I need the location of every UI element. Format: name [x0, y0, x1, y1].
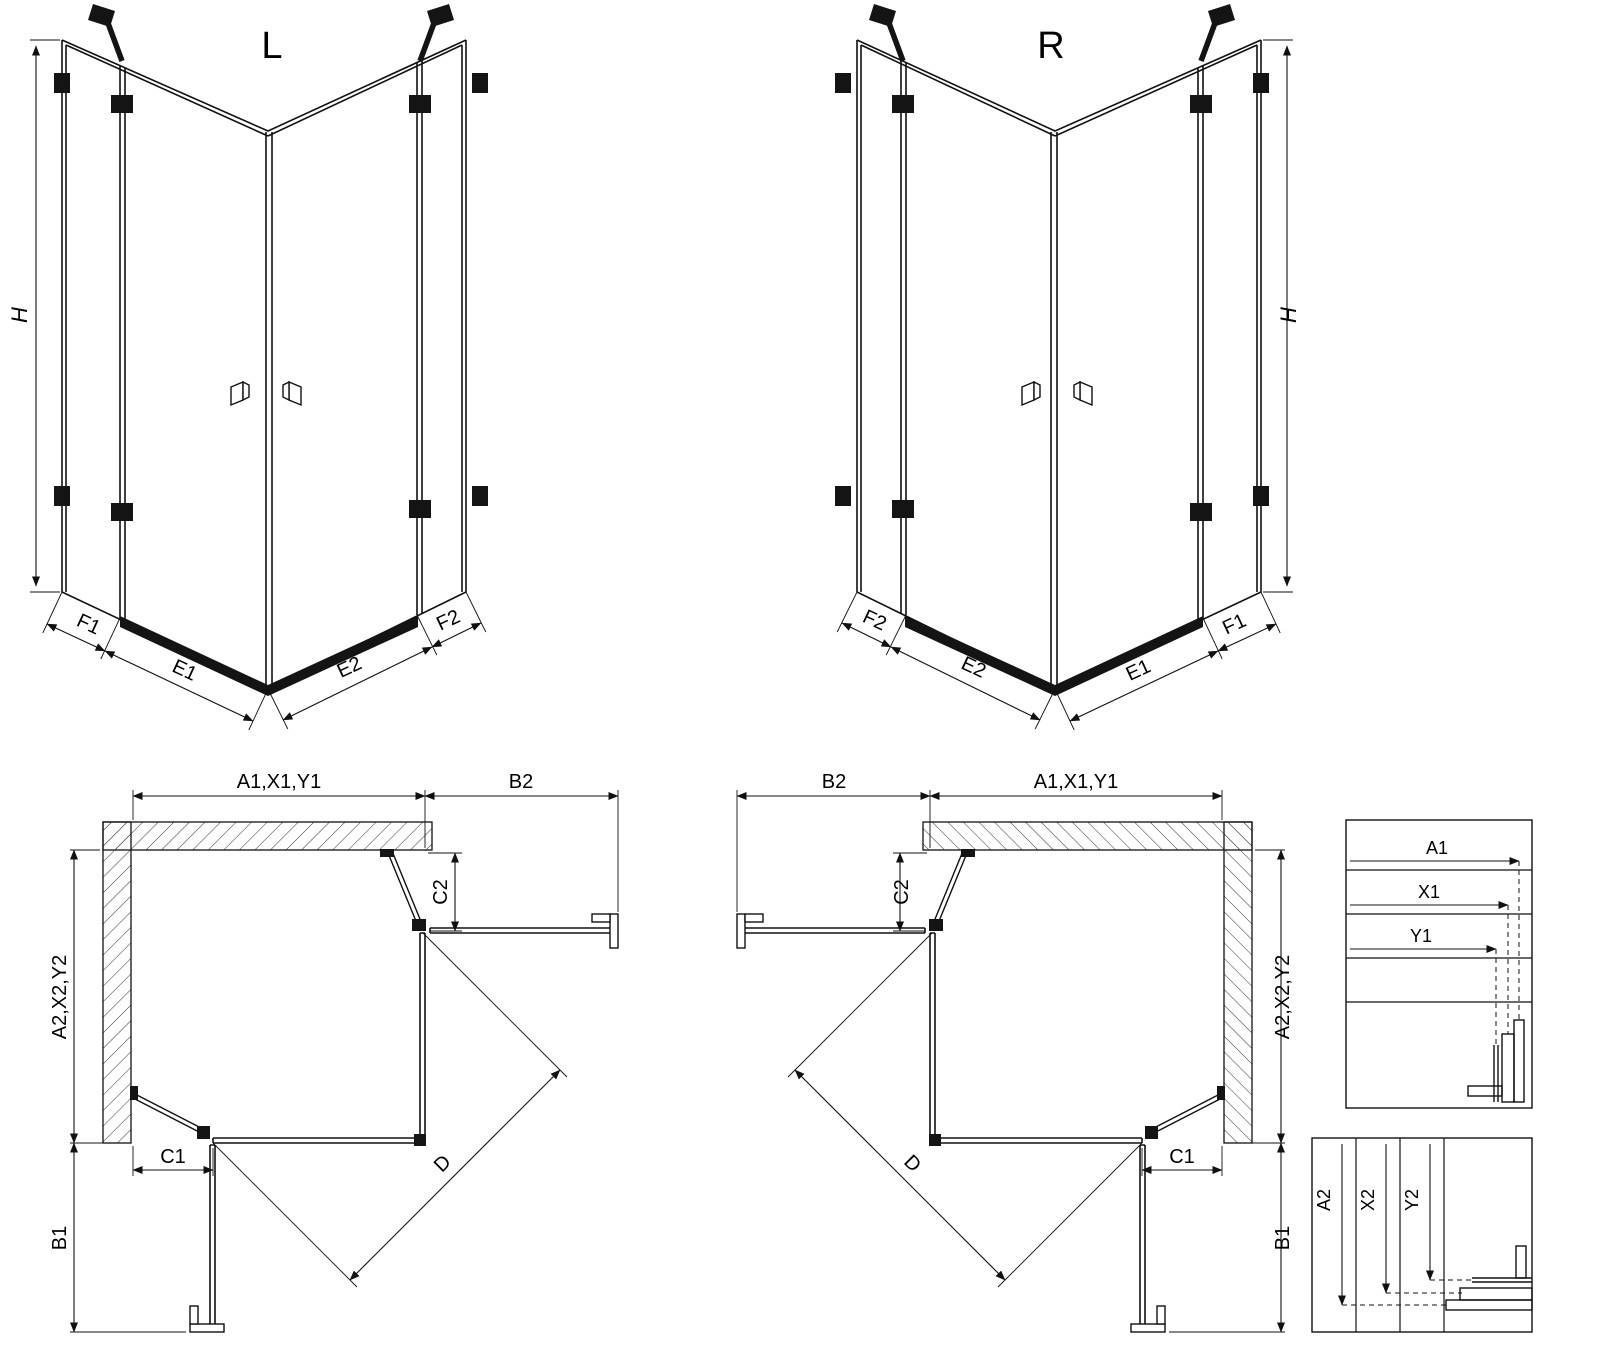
dim-line-e1 — [104, 650, 254, 722]
detail-label-x2: X2 — [1358, 1189, 1378, 1211]
dim-extension-lines — [42, 591, 269, 731]
dim-label-a1-group: A1,X1,Y1 — [237, 771, 322, 793]
dim-label-c2: C2 — [430, 879, 452, 905]
door-hinge-icon — [111, 503, 133, 521]
dim-label-h: H — [1276, 307, 1301, 323]
profile-outer — [1513, 1019, 1525, 1103]
open-door-bottom — [209, 1144, 216, 1326]
support-arm-bracket-left — [88, 4, 115, 27]
door-handle-icon — [230, 380, 244, 407]
detail-label-a2: A2 — [1314, 1189, 1334, 1211]
glass-corner-joint — [414, 1134, 426, 1146]
detail-row-separators — [1346, 869, 1532, 1003]
profile-inner — [1501, 1033, 1515, 1103]
detail-dashed-leaders — [1495, 861, 1520, 1045]
labels: L H F1 E1 E2 F2 R H F2 E2 E1 F1 A1,X1,Y1… — [7, 25, 1448, 1250]
dim-extension-lines — [30, 39, 60, 593]
hinge-pivot-block — [412, 919, 426, 931]
detail-box-top — [1345, 819, 1533, 1109]
dim-line-d — [349, 1069, 561, 1281]
glass-panel-edges — [61, 39, 467, 690]
door-hinge-icon — [409, 95, 431, 113]
door-handle-icon — [282, 380, 290, 402]
wall-bracket-icon — [54, 73, 70, 93]
wall-top-hatched — [102, 821, 433, 851]
wall-bracket-icon — [472, 486, 488, 506]
dim-line-f1 — [46, 623, 106, 652]
support-arm-bracket-right — [427, 4, 454, 27]
door-hinge-icon — [111, 95, 133, 113]
door-handle-icon — [288, 380, 302, 407]
profile-inner — [1459, 1287, 1533, 1301]
hinge-wall-block — [380, 849, 394, 857]
open-door-top — [429, 927, 612, 934]
tray-profile-left — [120, 616, 268, 696]
dim-label-b2: B2 — [509, 771, 533, 793]
detail-box-bottom — [1311, 1137, 1533, 1333]
dim-label-c1: C1 — [1169, 1146, 1195, 1168]
dim-extension-lines — [267, 591, 487, 730]
plan-view-art-right-mirrored — [737, 790, 1285, 1332]
dim-label-f2: F2 — [859, 606, 889, 636]
view-label-right: R — [1037, 25, 1064, 67]
dim-label-b1: B1 — [49, 1226, 71, 1250]
tray-profile-right — [268, 616, 418, 696]
dim-label-h: H — [7, 307, 32, 323]
dim-extension-lines — [132, 790, 619, 912]
detail-label-x1: X1 — [1418, 882, 1440, 902]
dim-label-f1: F1 — [1219, 610, 1249, 640]
profile-outer — [1445, 1299, 1533, 1311]
view-label-left: L — [261, 25, 282, 67]
detail-label-y2: Y2 — [1402, 1189, 1422, 1211]
dim-line-f2 — [431, 622, 482, 648]
hinge-wall-block — [130, 1086, 138, 1100]
dim-extension-lines — [212, 932, 568, 1288]
fixed-glass-panels — [212, 932, 426, 1144]
wall-profile-section — [1445, 1245, 1533, 1311]
detail-box-border — [1311, 1137, 1533, 1333]
door-end-profile — [189, 1323, 225, 1333]
dim-line-e2 — [282, 646, 433, 721]
detail-column-separators — [1355, 1138, 1445, 1332]
door-end-profile-tab — [189, 1305, 199, 1325]
detail-label-a1: A1 — [1426, 838, 1448, 858]
plan-view-art-left — [70, 790, 619, 1333]
wall-bracket-icon — [472, 73, 488, 93]
profile-foot — [1467, 1085, 1503, 1097]
dim-label-a2-group: A2,X2,Y2 — [49, 955, 71, 1040]
profile-foot — [1515, 1245, 1527, 1279]
detail-box-border — [1345, 819, 1533, 1109]
dim-label-d: D — [430, 1151, 456, 1177]
profile-glass — [1493, 1045, 1499, 1102]
3d-enclosure-art-left — [30, 4, 488, 731]
dim-label-c1: C1 — [160, 1146, 186, 1168]
dim-label-b1: B1 — [1272, 1226, 1294, 1250]
dim-label-f2: F2 — [433, 606, 463, 636]
door-hinge-arm-top — [387, 850, 423, 927]
wall-bracket-icon — [54, 486, 70, 506]
detail-label-y1: Y1 — [1410, 926, 1432, 946]
wall-profile-section — [1467, 1019, 1525, 1103]
dim-label-d: D — [899, 1151, 925, 1177]
door-hinge-icon — [409, 500, 431, 518]
dim-label-f1: F1 — [73, 610, 103, 640]
dim-label-b2: B2 — [822, 771, 846, 793]
hinge-pivot-block — [197, 1126, 210, 1139]
door-end-profile-tab — [591, 913, 611, 923]
dim-label-c2: C2 — [891, 879, 913, 905]
door-handle-icon — [242, 380, 250, 402]
door-hinge-arm-bottom — [132, 1093, 206, 1135]
dim-label-a2-group: A2,X2,Y2 — [1272, 955, 1294, 1040]
dim-label-a1-group: A1,X1,Y1 — [1034, 771, 1119, 793]
wall-side-hatched — [102, 821, 132, 1144]
detail-dashed-leaders — [1342, 1279, 1472, 1306]
door-end-profile — [609, 913, 619, 949]
